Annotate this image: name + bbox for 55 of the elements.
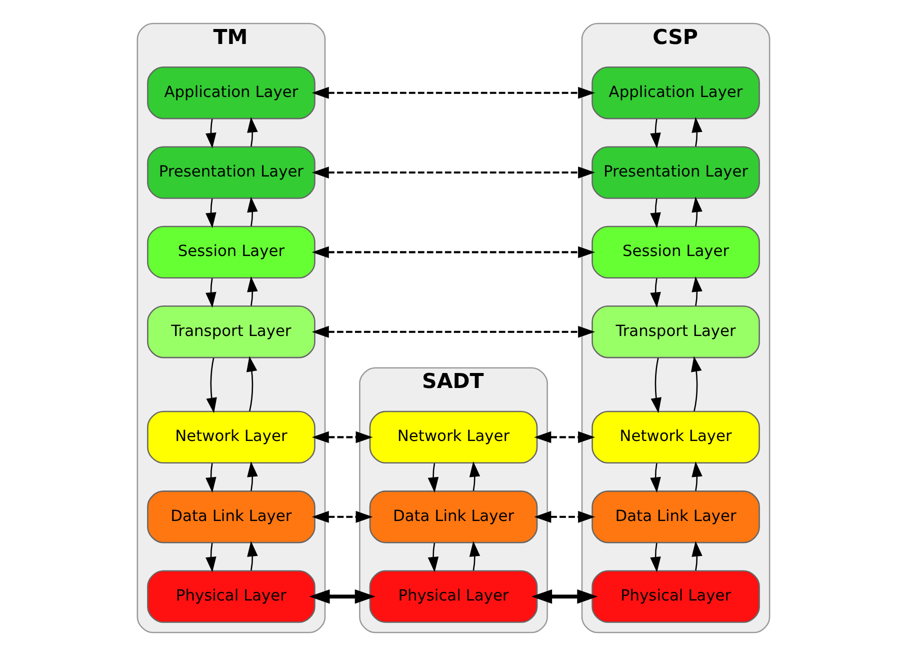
arrow [308, 589, 375, 604]
arrow [650, 358, 661, 414]
node-box: Physical Layer [368, 570, 538, 623]
node-box: Data Link Layer [591, 490, 760, 544]
node-box: Data Link Layer [368, 490, 538, 544]
arrow [650, 118, 660, 148]
node-box: Application Layer [591, 66, 760, 120]
node-box: Physical Layer [591, 570, 760, 623]
arrow [691, 541, 702, 571]
arrow [205, 542, 216, 572]
node-box: Data Link Layer [146, 490, 315, 544]
arrow [691, 461, 702, 491]
arrow [311, 246, 595, 258]
arrow [246, 117, 258, 147]
node-box: Application Layer [146, 66, 315, 120]
node-box: Session Layer [591, 226, 760, 279]
arrow [650, 542, 660, 572]
arrow [691, 276, 702, 306]
arrow [534, 431, 595, 444]
arrow [311, 510, 372, 523]
arrow [427, 542, 438, 572]
arrow [427, 463, 438, 493]
arrow [534, 510, 595, 523]
arrow [205, 278, 216, 308]
node-box: Presentation Layer [591, 146, 760, 199]
node-box: Network Layer [368, 410, 538, 464]
arrow [246, 541, 258, 571]
arrow [650, 198, 660, 228]
arrow [691, 117, 702, 147]
arrow [205, 118, 216, 148]
arrow [468, 541, 480, 571]
arrow [205, 198, 216, 228]
arrow [691, 196, 702, 226]
arrow [690, 356, 702, 412]
node-box: Transport Layer [146, 306, 315, 358]
arrow [246, 461, 258, 491]
arrow [650, 463, 660, 493]
arrow [246, 196, 258, 226]
arrow [205, 463, 216, 493]
node-box: Session Layer [146, 226, 315, 279]
arrow [246, 276, 258, 306]
node-box: Network Layer [146, 410, 315, 464]
arrow [311, 326, 595, 338]
arrow [530, 589, 598, 604]
arrow [311, 86, 595, 99]
arrow [468, 461, 480, 491]
arrow [311, 431, 372, 444]
arrow [650, 278, 660, 308]
arrow [246, 356, 257, 412]
arrow [311, 166, 595, 178]
node-box: Transport Layer [591, 306, 760, 358]
node-box: Physical Layer [146, 570, 315, 623]
arrow [206, 358, 216, 414]
node-box: Network Layer [591, 410, 760, 464]
node-box: Presentation Layer [146, 146, 315, 199]
